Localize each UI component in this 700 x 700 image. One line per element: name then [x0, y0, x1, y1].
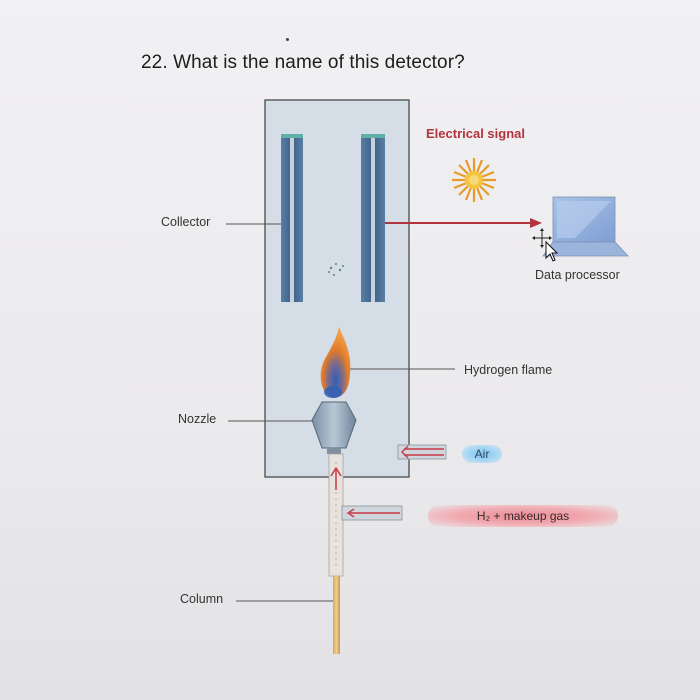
data-processor-label: Data processor: [535, 268, 620, 282]
nozzle: [311, 401, 357, 454]
column-label: Column: [180, 592, 224, 606]
ion-particles: [328, 263, 344, 276]
cursor-icon: [532, 228, 559, 262]
collector-label: Collector: [161, 215, 211, 229]
hydrogen-flame: [320, 327, 351, 398]
question-text: 22. What is the name of this detector?: [141, 52, 465, 73]
collector-plate-left: [281, 134, 303, 302]
h2-makeup-gas-label: H₂ + makeup gas: [428, 505, 618, 527]
laptop-icon: [542, 196, 629, 257]
electrical-signal-label: Electrical signal: [426, 126, 525, 141]
air-inlet: [397, 444, 447, 460]
signal-arrow: [385, 218, 542, 228]
column-tube: [328, 453, 344, 654]
hydrogen-flame-label: Hydrogen flame: [464, 363, 553, 377]
starburst-icon: [452, 158, 496, 202]
nozzle-label: Nozzle: [178, 412, 217, 426]
collector-plate-right: [361, 134, 385, 302]
air-label: Air: [462, 445, 502, 463]
stray-dot: [286, 38, 289, 41]
h2-makeup-inlet: [341, 505, 403, 521]
